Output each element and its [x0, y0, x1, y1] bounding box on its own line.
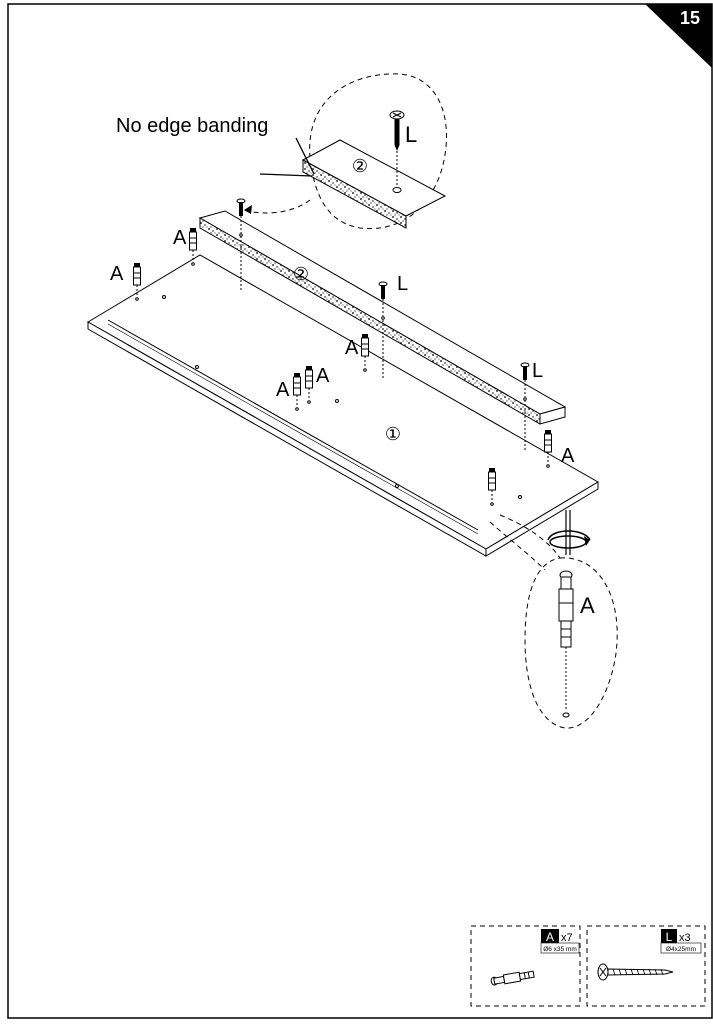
cam-label-4: A	[316, 365, 330, 387]
callout-panel-number: ②	[352, 156, 368, 176]
part-l-size: Ø4x25mm	[666, 946, 696, 953]
cam-label-1: A	[110, 263, 124, 285]
no-edge-banding-label: No edge banding	[116, 115, 268, 137]
cam-label-2: A	[173, 227, 187, 249]
part-a-box: A x7 Ø6 x35 mm	[470, 925, 581, 1007]
part-l-quantity: x3	[679, 932, 691, 944]
cam-label-5: A	[345, 337, 359, 359]
part-a-letter: A	[546, 930, 554, 944]
panel-2-number: ②	[293, 264, 309, 284]
cam-label-6: A	[561, 445, 575, 467]
cam-dowel-icon	[490, 970, 535, 986]
part-l-letter: L	[666, 930, 673, 944]
screw-label-2: L	[532, 360, 543, 382]
step-badge: 15	[645, 4, 712, 68]
page-border	[7, 3, 713, 1019]
screw-label-1: L	[397, 273, 408, 295]
part-l-box: L x3 Ø4x25mm	[586, 925, 706, 1007]
screw-icon	[597, 963, 674, 981]
panel-1-number: ①	[385, 424, 401, 444]
edge-detail-callout: ② L No edge banding	[116, 73, 447, 230]
part-a-quantity: x7	[561, 932, 573, 944]
cam-label-3: A	[276, 379, 290, 401]
cam-detail-label: A	[580, 593, 595, 618]
parts-legend: A x7 Ø6 x35 mm L x3 Ø4x25mm	[470, 925, 706, 1007]
cam-detail-callout: A	[489, 510, 618, 729]
callout-screw-label: L	[405, 122, 417, 147]
part-a-size: Ø6 x35 mm	[543, 946, 577, 953]
panel-1: ①	[87, 254, 599, 557]
step-number: 15	[680, 8, 700, 28]
